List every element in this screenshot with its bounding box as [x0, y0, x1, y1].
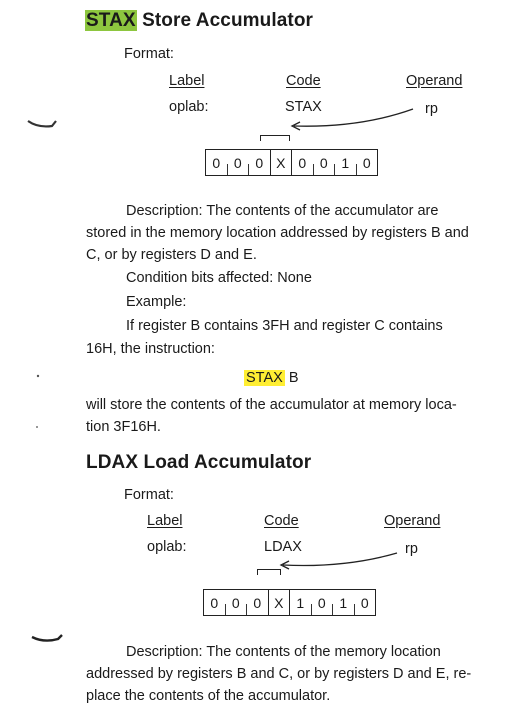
arrow-head [279, 560, 290, 570]
stax-col-label: Label [169, 73, 205, 89]
stax-col-operand: Operand [406, 73, 463, 89]
stax-title: Store Accumulator [142, 10, 314, 31]
stax-example-line: If register B contains 3FH and register … [126, 318, 443, 334]
ldax-col-label: Label [147, 513, 183, 529]
stax-result-line: will store the contents of the accumulat… [86, 397, 457, 413]
ldax-bit-pattern: 0 0 0 X 1 0 1 0 [203, 589, 376, 616]
ldax-operand-value: rp [405, 541, 418, 557]
stax-example-instruction: STAX B [244, 367, 299, 390]
stax-example-mnemonic: STAX [244, 370, 285, 386]
rp-bit-bracket [260, 135, 290, 141]
margin-mark [27, 120, 57, 128]
bit: 0 [233, 154, 242, 171]
stax-description-line: C, or by registers D and E. [86, 247, 257, 263]
stax-format-label: Format: [124, 46, 174, 62]
rp-bit-bracket [257, 569, 281, 575]
bit: 0 [253, 594, 262, 611]
ldax-description-line: Description: The contents of the memory … [126, 644, 441, 660]
bit: 1 [296, 594, 305, 611]
bit: 0 [360, 594, 369, 611]
stax-condition-bits: Condition bits affected: None [126, 270, 312, 286]
margin-dot [36, 374, 40, 378]
bit: X [276, 154, 286, 171]
margin-mark [31, 634, 63, 642]
bit: 1 [341, 154, 350, 171]
stax-example-line: 16H, the instruction: [86, 341, 215, 357]
stax-example-operand: B [288, 370, 299, 386]
ldax-col-code: Code [264, 513, 299, 529]
stax-label-value: oplab: [169, 99, 209, 115]
bit: 0 [212, 154, 221, 171]
ldax-mnemonic: LDAX [86, 452, 139, 473]
bit: 0 [210, 594, 219, 611]
stax-col-code: Code [286, 73, 321, 89]
stax-code-value: STAX [285, 99, 322, 115]
stax-heading: STAX Store Accumulator [85, 10, 313, 32]
stax-description-line: Description: The contents of the accumul… [126, 203, 439, 219]
ldax-description-line: addressed by registers B and C, or by re… [86, 666, 472, 682]
bit: 0 [298, 154, 307, 171]
bit: 0 [362, 154, 371, 171]
ldax-code-value: LDAX [264, 539, 302, 555]
stax-operand-value: rp [425, 101, 438, 117]
margin-dot [36, 426, 38, 428]
operand-arrow [293, 108, 414, 127]
stax-bit-pattern: 0 0 0 X 0 0 1 0 [205, 149, 378, 176]
stax-result-line: tion 3F16H. [86, 419, 161, 435]
bit: 0 [317, 594, 326, 611]
bit: 0 [319, 154, 328, 171]
stax-example-label: Example: [126, 294, 187, 310]
ldax-label-value: oplab: [147, 539, 187, 555]
ldax-heading: LDAX Load Accumulator [86, 452, 311, 474]
ldax-col-operand: Operand [384, 513, 441, 529]
operand-arrow [282, 552, 398, 567]
ldax-format-label: Format: [124, 487, 174, 503]
arrow-head [290, 121, 301, 131]
bit: X [274, 594, 284, 611]
stax-mnemonic: STAX [85, 10, 137, 31]
ldax-title: Load Accumulator [143, 452, 312, 473]
bit: 0 [255, 154, 264, 171]
bit: 1 [339, 594, 348, 611]
ldax-description-line: place the contents of the accumulator. [86, 688, 331, 704]
stax-description-line: stored in the memory location addressed … [86, 225, 469, 241]
bit: 0 [231, 594, 240, 611]
